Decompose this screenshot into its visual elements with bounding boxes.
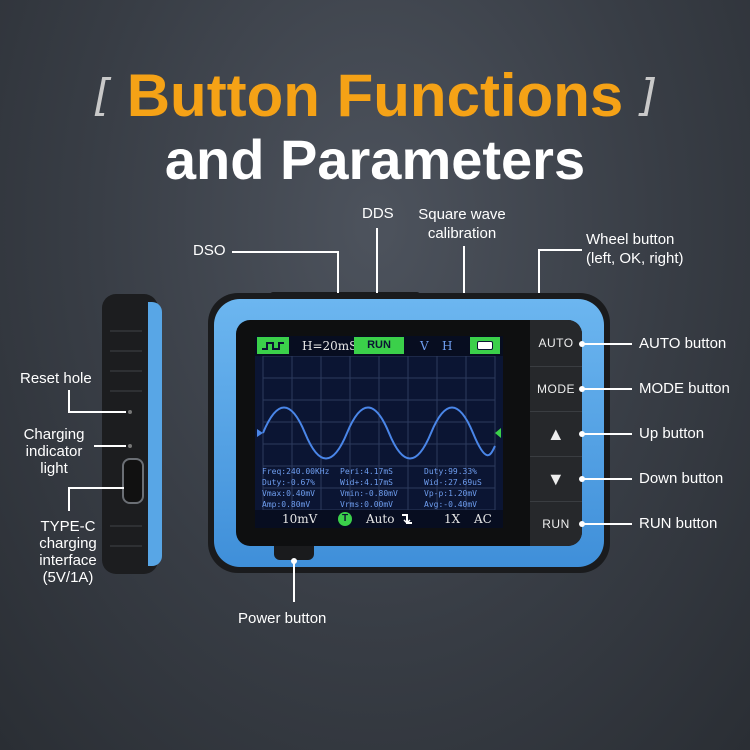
auto-device-button[interactable]: AUTO	[538, 336, 574, 350]
side-rib	[110, 525, 142, 527]
run-state-badge: RUN	[354, 337, 404, 354]
up-leader-dot	[579, 431, 585, 437]
meas-period: Peri:4.17mS	[340, 467, 393, 476]
side-rib	[110, 390, 142, 392]
measurement-column-3: Duty:99.33% Wid-:27.69uS Vp-p:1.20mV Avg…	[424, 466, 482, 510]
dso-leader	[337, 251, 339, 293]
square-wave-label-1: Square wave	[418, 206, 506, 223]
run-leader	[582, 523, 632, 525]
square-wave-icon	[262, 342, 284, 350]
typec-label-3: interface	[39, 552, 97, 569]
meas-width-pos: Wid+:4.17mS	[340, 478, 393, 487]
volt-div-readout: 10mV	[282, 512, 318, 526]
waveform-type-icon	[257, 337, 289, 354]
typec-label-2: charging	[39, 535, 97, 552]
up-leader	[582, 433, 632, 435]
charging-leader	[94, 445, 126, 447]
down-leader	[582, 478, 632, 480]
power-button[interactable]	[274, 546, 314, 560]
v-label: V	[420, 339, 429, 353]
measurement-column-2: Peri:4.17mS Wid+:4.17mS Vmin:-0.80mV Vrm…	[340, 466, 398, 510]
meas-duty: Duty:99.33%	[424, 467, 477, 476]
meas-width-neg: Wid-:27.69uS	[424, 478, 482, 487]
battery-icon	[477, 341, 493, 350]
scope-waveform-graph	[257, 355, 501, 511]
scope-screen	[255, 336, 503, 528]
run-label: RUN button	[639, 515, 718, 532]
mode-leader-dot	[579, 386, 585, 392]
down-device-button[interactable]: ▼	[530, 456, 582, 501]
wheel-leader	[538, 249, 582, 251]
measurement-column-1: Freq:240.00KHz Duty:-0.67% Vmax:0.40mV A…	[262, 466, 329, 510]
wheel-label-2: (left, OK, right)	[586, 250, 684, 267]
falling-edge-icon	[402, 514, 412, 525]
up-device-button[interactable]: ▲	[530, 411, 582, 456]
side-rib	[110, 350, 142, 352]
charging-light-label-2: indicator	[25, 443, 83, 460]
title-line-1: [ Button Functions ]	[0, 64, 750, 128]
typec-leader	[68, 487, 124, 489]
up-label: Up button	[639, 425, 705, 442]
channel-marker-left	[257, 429, 263, 437]
side-rib	[110, 330, 142, 332]
auto-label: AUTO button	[639, 335, 727, 352]
timebase-readout: H=20mS	[302, 339, 358, 353]
bracket-close: ]	[639, 70, 658, 121]
dso-label: DSO	[193, 242, 226, 259]
meas-duty-neg: Duty:-0.67%	[262, 478, 315, 487]
mode-device-button[interactable]: MODE	[530, 366, 582, 411]
wheel-label-1: Wheel button	[586, 231, 675, 248]
auto-leader	[582, 343, 632, 345]
type-c-port	[122, 458, 144, 504]
meas-amp: Amp:0.80mV	[262, 500, 311, 509]
mode-label: MODE button	[639, 380, 730, 397]
side-view-blue-edge	[148, 302, 162, 566]
power-leader	[293, 560, 295, 602]
charging-light-label-1: Charging	[23, 426, 85, 443]
title-highlight: Button Functions	[126, 62, 624, 129]
coupling-readout: AC	[474, 512, 492, 526]
dso-leader	[232, 251, 338, 253]
wheel-leader	[538, 249, 540, 293]
dds-leader	[376, 228, 378, 293]
title-line-2: and Parameters	[164, 128, 586, 191]
meas-vmin: Vmin:-0.80mV	[340, 489, 398, 498]
run-leader-dot	[579, 521, 585, 527]
scope-bottom-bar	[255, 510, 503, 528]
typec-label-4: (5V/1A)	[42, 569, 94, 586]
sine-trace	[262, 406, 496, 460]
down-leader-dot	[579, 476, 585, 482]
charging-indicator-light	[128, 444, 132, 448]
square-wave-leader	[463, 246, 465, 293]
trigger-badge: T	[338, 512, 352, 526]
reset-leader	[68, 411, 126, 413]
power-label: Power button	[238, 610, 327, 627]
side-rib	[110, 370, 142, 372]
down-label: Down button	[639, 470, 724, 487]
side-rib	[110, 545, 142, 547]
meas-vmax: Vmax:0.40mV	[262, 489, 315, 498]
trigger-mode-readout: Auto	[366, 512, 395, 526]
probe-readout: 1X	[444, 512, 461, 526]
typec-label-1: TYPE-C	[40, 518, 96, 535]
h-label: H	[442, 339, 453, 353]
button-column	[530, 320, 582, 546]
meas-vpp: Vp-p:1.20mV	[424, 489, 477, 498]
reset-hole-label: Reset hole	[20, 370, 92, 387]
meas-vrms: Vrms:0.00mV	[340, 500, 393, 509]
run-device-button[interactable]: RUN	[530, 501, 582, 546]
meas-avg: Avg:-0.40mV	[424, 500, 477, 509]
typec-leader	[68, 487, 70, 511]
reset-hole[interactable]	[128, 410, 132, 414]
mode-leader	[582, 388, 632, 390]
trigger-marker-right	[495, 428, 501, 438]
battery-icon-tab	[470, 337, 500, 354]
bracket-open: [	[92, 70, 111, 121]
meas-freq: Freq:240.00KHz	[262, 467, 330, 476]
charging-light-label-3: light	[40, 460, 68, 477]
square-wave-label-2: calibration	[427, 225, 497, 242]
reset-leader	[68, 390, 70, 412]
auto-leader-dot	[579, 341, 585, 347]
dds-label: DDS	[362, 205, 394, 222]
